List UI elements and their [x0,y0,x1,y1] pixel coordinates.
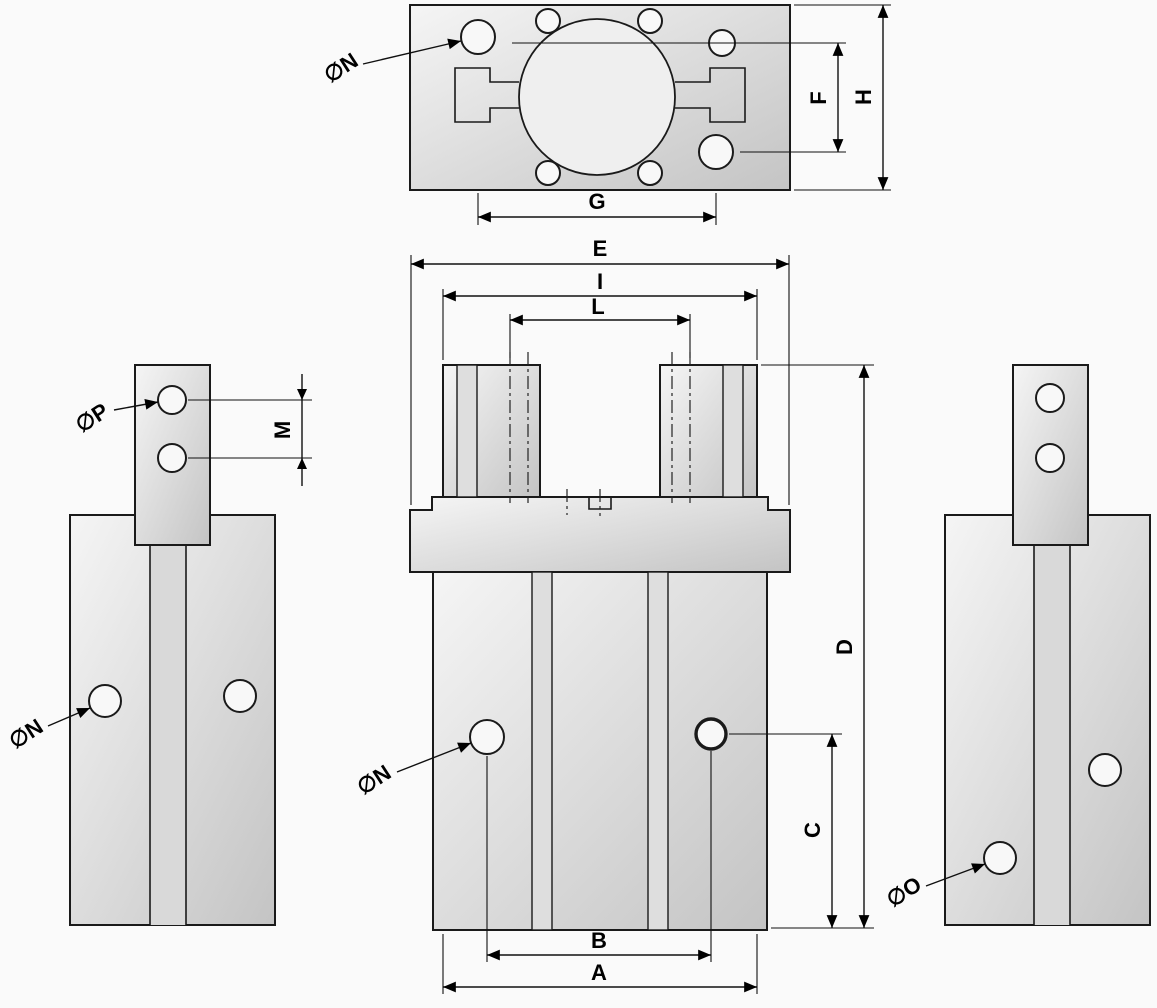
finger-hole-p [157,385,187,415]
dim-label-p: ∅P [71,398,113,437]
finger-groove-right [722,364,744,498]
dim-label-c: C [800,822,825,838]
body-hole-n [88,684,122,718]
left-side-view: ∅P M ∅N [4,364,312,926]
mount-hole-n [469,719,505,755]
dim-label-b: B [591,928,607,953]
finger-groove-left [456,364,478,498]
dim-label-n-top: ∅N [319,48,362,88]
dim-label-o: ∅O [882,871,926,912]
dim-label-i: I [597,269,603,294]
mount-hole [694,717,728,751]
dim-label-e: E [593,236,608,261]
finger-hole [1035,383,1065,413]
leader-n-top [362,38,462,65]
screw-hole [637,160,663,186]
screw-hole [535,160,561,186]
cylinder-bore [518,18,676,176]
right-view-slide-strip [1034,515,1070,925]
leader-o [925,863,986,887]
finger-hole [157,443,187,473]
screw-hole [535,8,561,34]
t-slot-left [454,67,519,123]
dowel-hole-n [460,19,496,55]
dim-label-m: M [270,421,295,439]
dim-label-n-front: ∅N [352,760,395,800]
flange [409,496,791,573]
leader-p [113,398,159,411]
dim-label-h: H [851,89,876,105]
t-slot-right [675,67,746,123]
leader-n-left [47,707,91,727]
left-view-slide-strip [150,515,186,925]
right-side-view: ∅O [882,364,1151,926]
body-slot-right [647,571,669,931]
body-slot-left [531,571,553,931]
screw-hole [637,8,663,34]
dim-label-a: A [591,960,607,985]
dim-label-f: F [806,91,831,104]
dim-label-d: D [832,639,857,655]
dim-label-g: G [588,189,605,214]
body-hole [1088,753,1122,787]
body-hole [223,679,257,713]
width-dimensions: E I L [410,236,790,505]
body-hole-o [983,841,1017,875]
top-view: ∅N F H G [319,4,891,225]
dim-label-n-left: ∅N [4,714,47,754]
arrowhead [297,389,307,400]
corner-hole [698,134,734,170]
dim-label-l: L [591,294,604,319]
finger-hole [1035,443,1065,473]
leader-n-front [396,742,472,773]
arrowhead [297,458,307,469]
front-view: ∅N D C B A [352,352,874,994]
